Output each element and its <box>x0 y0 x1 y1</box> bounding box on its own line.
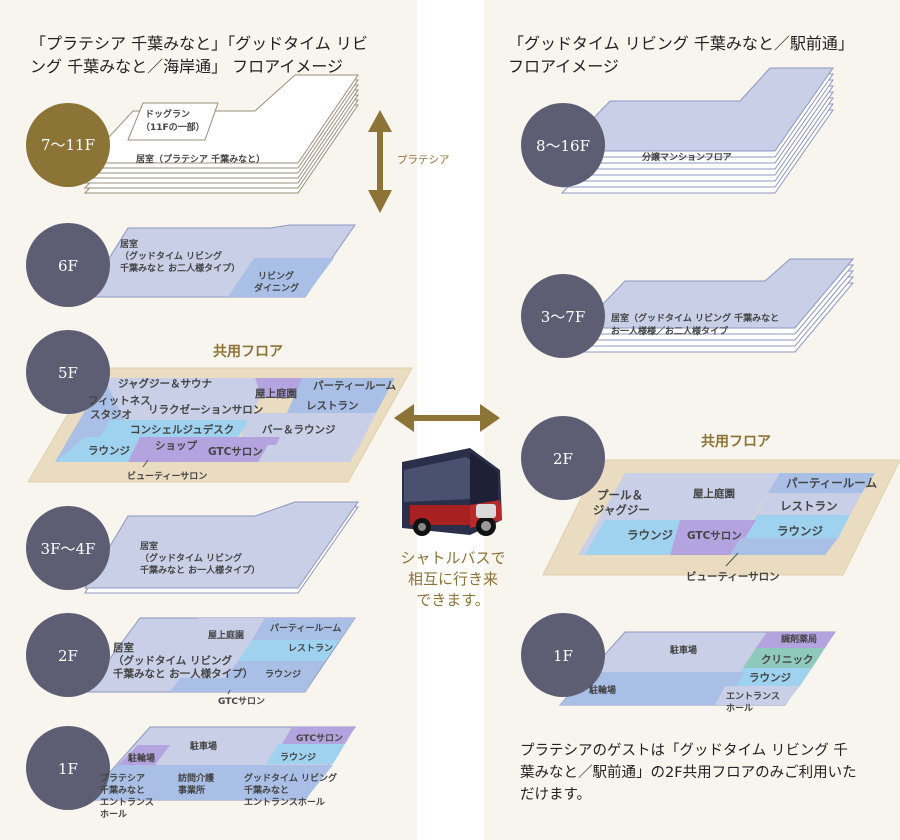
f2-right-gtc: GTCサロン <box>687 530 742 542</box>
f6-room-label: 居室 （グッドタイム リビング 千葉みなと お二人様タイプ） <box>120 238 240 274</box>
f2-left-lounge: ラウンジ <box>265 669 301 680</box>
floor-badge-8-16 <box>521 103 605 187</box>
floor-badge-2-left <box>26 613 110 697</box>
f2-right-beauty-leader <box>725 552 739 567</box>
f3-4-room-label: 居室 （グッドタイム リビング 千葉みなと お一人様タイプ） <box>140 540 260 576</box>
dogrun-note: （11Fの一部） <box>141 121 205 133</box>
f1-left-gtl-entrance: グッドタイム リビング 千葉みなと エントランスホール <box>244 772 340 808</box>
left-heading: 「プラテシア 千葉みなと」「グッドタイム リビ ング 千葉みなと／海岸通」 フロ… <box>30 34 368 76</box>
floor-label-8-16: 8〜16F <box>536 137 590 155</box>
f2-right-lounge-right: ラウンジ <box>777 524 823 538</box>
floor-label-6: 6F <box>58 257 78 275</box>
f1-left-platesia-entrance: プラテシア 千葉みなと エントランス ホール <box>100 772 157 820</box>
f3-7-room-label: 居室（グッドタイム リビング 千葉みなと お一人様様／お二人様タイプ <box>611 312 782 337</box>
f1-right-pharmacy: 調剤薬局 <box>781 633 817 645</box>
floor-label-2-left: 2F <box>58 647 78 665</box>
f1-left-gtc: GTCサロン <box>296 733 343 744</box>
f1-right-bike: 駐輪場 <box>589 684 616 696</box>
f5-beauty-leader <box>142 459 149 468</box>
f5-lounge: ラウンジ <box>88 445 130 457</box>
living-dining-area <box>228 258 334 297</box>
f8-16-text: 分譲マンションフロア <box>642 151 732 163</box>
f2-left-party: パーティールーム <box>270 622 341 634</box>
f5-restaurant: レストラン <box>306 400 359 412</box>
f5-shop: ショップ <box>155 439 197 452</box>
f2-left-rooftop: 屋上庭園 <box>208 629 244 641</box>
shuttle-arrow-right-head <box>480 404 500 432</box>
floor-badge-3-4 <box>26 506 110 590</box>
f2-right-party: パーティールーム <box>786 476 877 490</box>
f2-right-pool: プール＆ ジャグジー <box>593 488 650 517</box>
f2-right-lounge-left: ラウンジ <box>627 528 673 542</box>
f5-party: パーティールーム <box>313 380 397 392</box>
f1-left-lounge: ラウンジ <box>280 752 316 763</box>
floor-label-5: 5F <box>58 364 78 382</box>
f1-right-parking: 駐車場 <box>670 644 697 656</box>
floor-label-2-right: 2F <box>553 450 573 468</box>
f1-left-parking: 駐車場 <box>190 740 217 752</box>
f6-living-label: リビング ダイニング <box>254 270 299 294</box>
floor-badge-3-7 <box>521 274 605 358</box>
shuttle-arrow-left-head <box>394 404 414 432</box>
f5-jacuzzi: ジャグジー＆サウナ <box>118 377 212 390</box>
floor-label-1-right: 1F <box>553 647 573 665</box>
f5-gtc: GTCサロン <box>208 446 263 458</box>
floor-2-left <box>84 617 356 693</box>
floor-label-1-left: 1F <box>58 760 78 778</box>
floor-1-left <box>83 726 356 801</box>
right-heading: 「グッドタイム リビング 千葉みなと／駅前通」 フロアイメージ <box>508 34 854 76</box>
f2-left-gtc-leader <box>227 689 231 695</box>
floor-badge-1-right <box>521 613 605 697</box>
platesia-arrow-label: プラテシア <box>397 154 450 166</box>
f1-right-clinic: クリニック <box>761 654 814 666</box>
f2-right-restaurant: レストラン <box>780 499 838 513</box>
floor-2-right <box>578 473 875 555</box>
f5-fitness: フィットネス スタジオ <box>88 395 154 421</box>
floor-3-4-stack <box>84 501 359 594</box>
guest-note: プラテシアのゲストは「グッドタイム リビング 千葉みなと／駅前通」の2F共用フロ… <box>520 743 857 803</box>
f1-right-lounge: ラウンジ <box>749 672 791 684</box>
f2-left-restaurant: レストラン <box>288 643 333 654</box>
f2-left-gtc: GTCサロン <box>218 696 265 707</box>
floor-badge-2-right <box>521 416 605 500</box>
dogrun-label: ドッグラン <box>145 108 190 120</box>
f5-beauty: ビューティーサロン <box>127 470 207 482</box>
floor-badge-1-left <box>26 726 110 810</box>
f5-bar: バー＆ラウンジ <box>262 424 336 436</box>
platesia-room-label: 居室（プラテシア 千葉みなと） <box>136 153 265 165</box>
f2-right-common-title: 共用フロア <box>701 433 771 450</box>
f2-left-room-label: 居室 （グッドタイム リビング 千葉みなと お一人様タイプ） <box>113 641 253 680</box>
f5-common-title: 共用フロア <box>213 343 283 360</box>
f1-right-entrance: エントランス ホール <box>726 691 783 714</box>
floor-1-right <box>558 631 836 706</box>
f2-right-beauty: ビューティーサロン <box>686 570 780 583</box>
f1-left-care-office: 訪問介護 事業所 <box>178 772 217 796</box>
floor-label-3-7: 3〜7F <box>541 308 586 326</box>
dogrun-area <box>127 102 219 141</box>
shuttle-caption: シャトルバスで 相互に行き来 できます。 <box>400 549 506 609</box>
f5-relax: リラクゼーションサロン <box>148 403 263 416</box>
floor-badge-7-11 <box>26 103 110 187</box>
floor-8-16-stack <box>560 67 834 194</box>
f5-concierge: コンシェルジュデスク <box>130 423 234 436</box>
floor-label-3-4: 3F〜4F <box>41 540 96 558</box>
floor-5 <box>55 378 395 462</box>
floor-badge-6 <box>26 223 110 307</box>
floor-6 <box>84 224 356 298</box>
floor-label-7-11: 7〜11F <box>41 136 95 154</box>
platesia-range-arrow <box>368 110 392 213</box>
floor-7-11-stack <box>83 74 359 194</box>
floor-3-7-stack <box>578 258 855 353</box>
shuttle-bus-icon <box>402 448 502 536</box>
f2-right-rooftop: 屋上庭園 <box>693 487 735 500</box>
f5-rooftop: 屋上庭園 <box>255 387 297 400</box>
floor-badge-5 <box>26 330 110 414</box>
f1-left-bike: 駐輪場 <box>128 752 155 764</box>
